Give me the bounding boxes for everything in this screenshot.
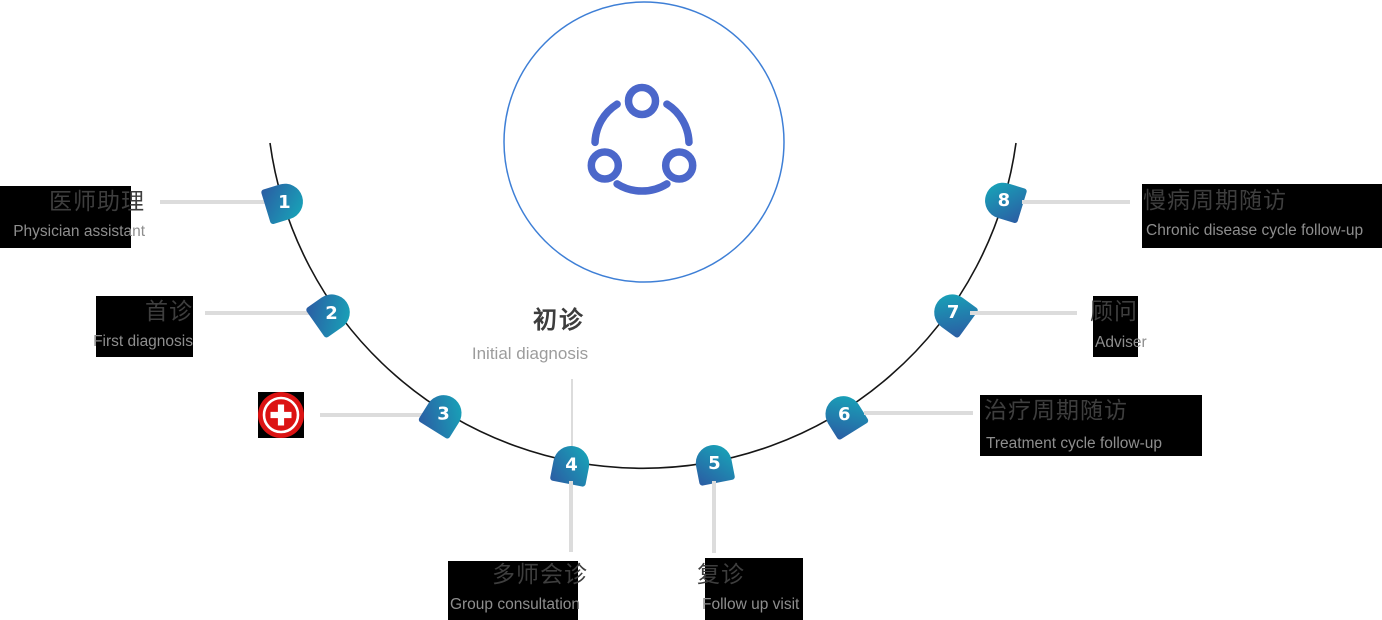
step-2-badge-shape: 2 xyxy=(305,287,357,339)
label-highlight-2 xyxy=(96,296,193,357)
connector-line-4 xyxy=(569,481,573,552)
label-highlight-1 xyxy=(0,186,131,248)
step-6-label-zh: 治疗周期随访 xyxy=(984,397,1128,423)
connector-line-3 xyxy=(320,413,427,417)
step-3-badge: 3 xyxy=(417,388,469,440)
step-2-badge: 2 xyxy=(305,287,357,339)
step-3-number: 3 xyxy=(436,403,450,425)
center-label-en: Initial diagnosis xyxy=(471,344,589,363)
label-highlight-7 xyxy=(1093,296,1138,357)
step-6-label-en: Treatment cycle follow-up xyxy=(986,435,1163,452)
label-highlight-8 xyxy=(1142,184,1382,248)
step-8-label-en: Chronic disease cycle follow-up xyxy=(1146,222,1364,239)
step-8-badge: 8 xyxy=(980,178,1028,224)
center-circle-outline xyxy=(503,1,785,283)
step-1-label-zh: 医师助理 xyxy=(49,188,145,214)
connector-line-2 xyxy=(205,311,317,315)
step-1-label-en: Physician assistant xyxy=(13,223,145,240)
connector-line-5 xyxy=(712,481,716,553)
collaboration-icon xyxy=(587,83,697,195)
connector-line-6 xyxy=(864,411,973,415)
step-1-badge-shape: 1 xyxy=(260,179,308,225)
step-4-label-en: Group consultation xyxy=(449,596,581,613)
step-6-badge: 6 xyxy=(818,389,870,441)
step-2-label-zh: 首诊 xyxy=(145,298,193,324)
step-4-label-zh: 多师会诊 xyxy=(492,561,588,587)
step-5-badge: 5 xyxy=(692,441,736,487)
step-5-number: 5 xyxy=(707,453,721,475)
step-4-badge: 4 xyxy=(549,442,593,488)
center-label-zh: 初诊 xyxy=(533,307,585,334)
connector-line-8 xyxy=(1022,200,1130,204)
step-5-label-zh: 复诊 xyxy=(697,561,745,587)
step-5-label-en: Follow up visit xyxy=(702,596,800,613)
step-6-badge-shape: 6 xyxy=(818,389,870,441)
step-8-label-zh: 慢病周期随访 xyxy=(1143,187,1287,213)
step-8-badge-shape: 8 xyxy=(980,178,1028,224)
step-7-label-zh: 顾问 xyxy=(1090,298,1138,324)
step-7-badge: 7 xyxy=(927,287,979,339)
step-1-number: 1 xyxy=(277,191,291,213)
label-highlight-6 xyxy=(980,395,1202,456)
label-highlight-5 xyxy=(705,558,803,620)
step-8-number: 8 xyxy=(997,190,1011,212)
step-1-badge: 1 xyxy=(260,179,308,225)
center-connector-line xyxy=(571,379,573,448)
connector-line-1 xyxy=(160,200,267,204)
step-2-number: 2 xyxy=(324,302,338,324)
step-6-number: 6 xyxy=(837,404,851,426)
step-7-number: 7 xyxy=(946,302,960,324)
step-5-badge-shape: 5 xyxy=(692,441,736,487)
step-3-badge-shape: 3 xyxy=(417,388,469,440)
medical-cross-icon xyxy=(258,392,304,438)
step-7-label-en: Adviser xyxy=(1095,334,1147,351)
step-2-label-en: First diagnosis xyxy=(93,333,193,350)
label-highlight-4 xyxy=(448,561,578,620)
connector-line-7 xyxy=(970,311,1077,315)
step-4-number: 4 xyxy=(564,454,578,476)
